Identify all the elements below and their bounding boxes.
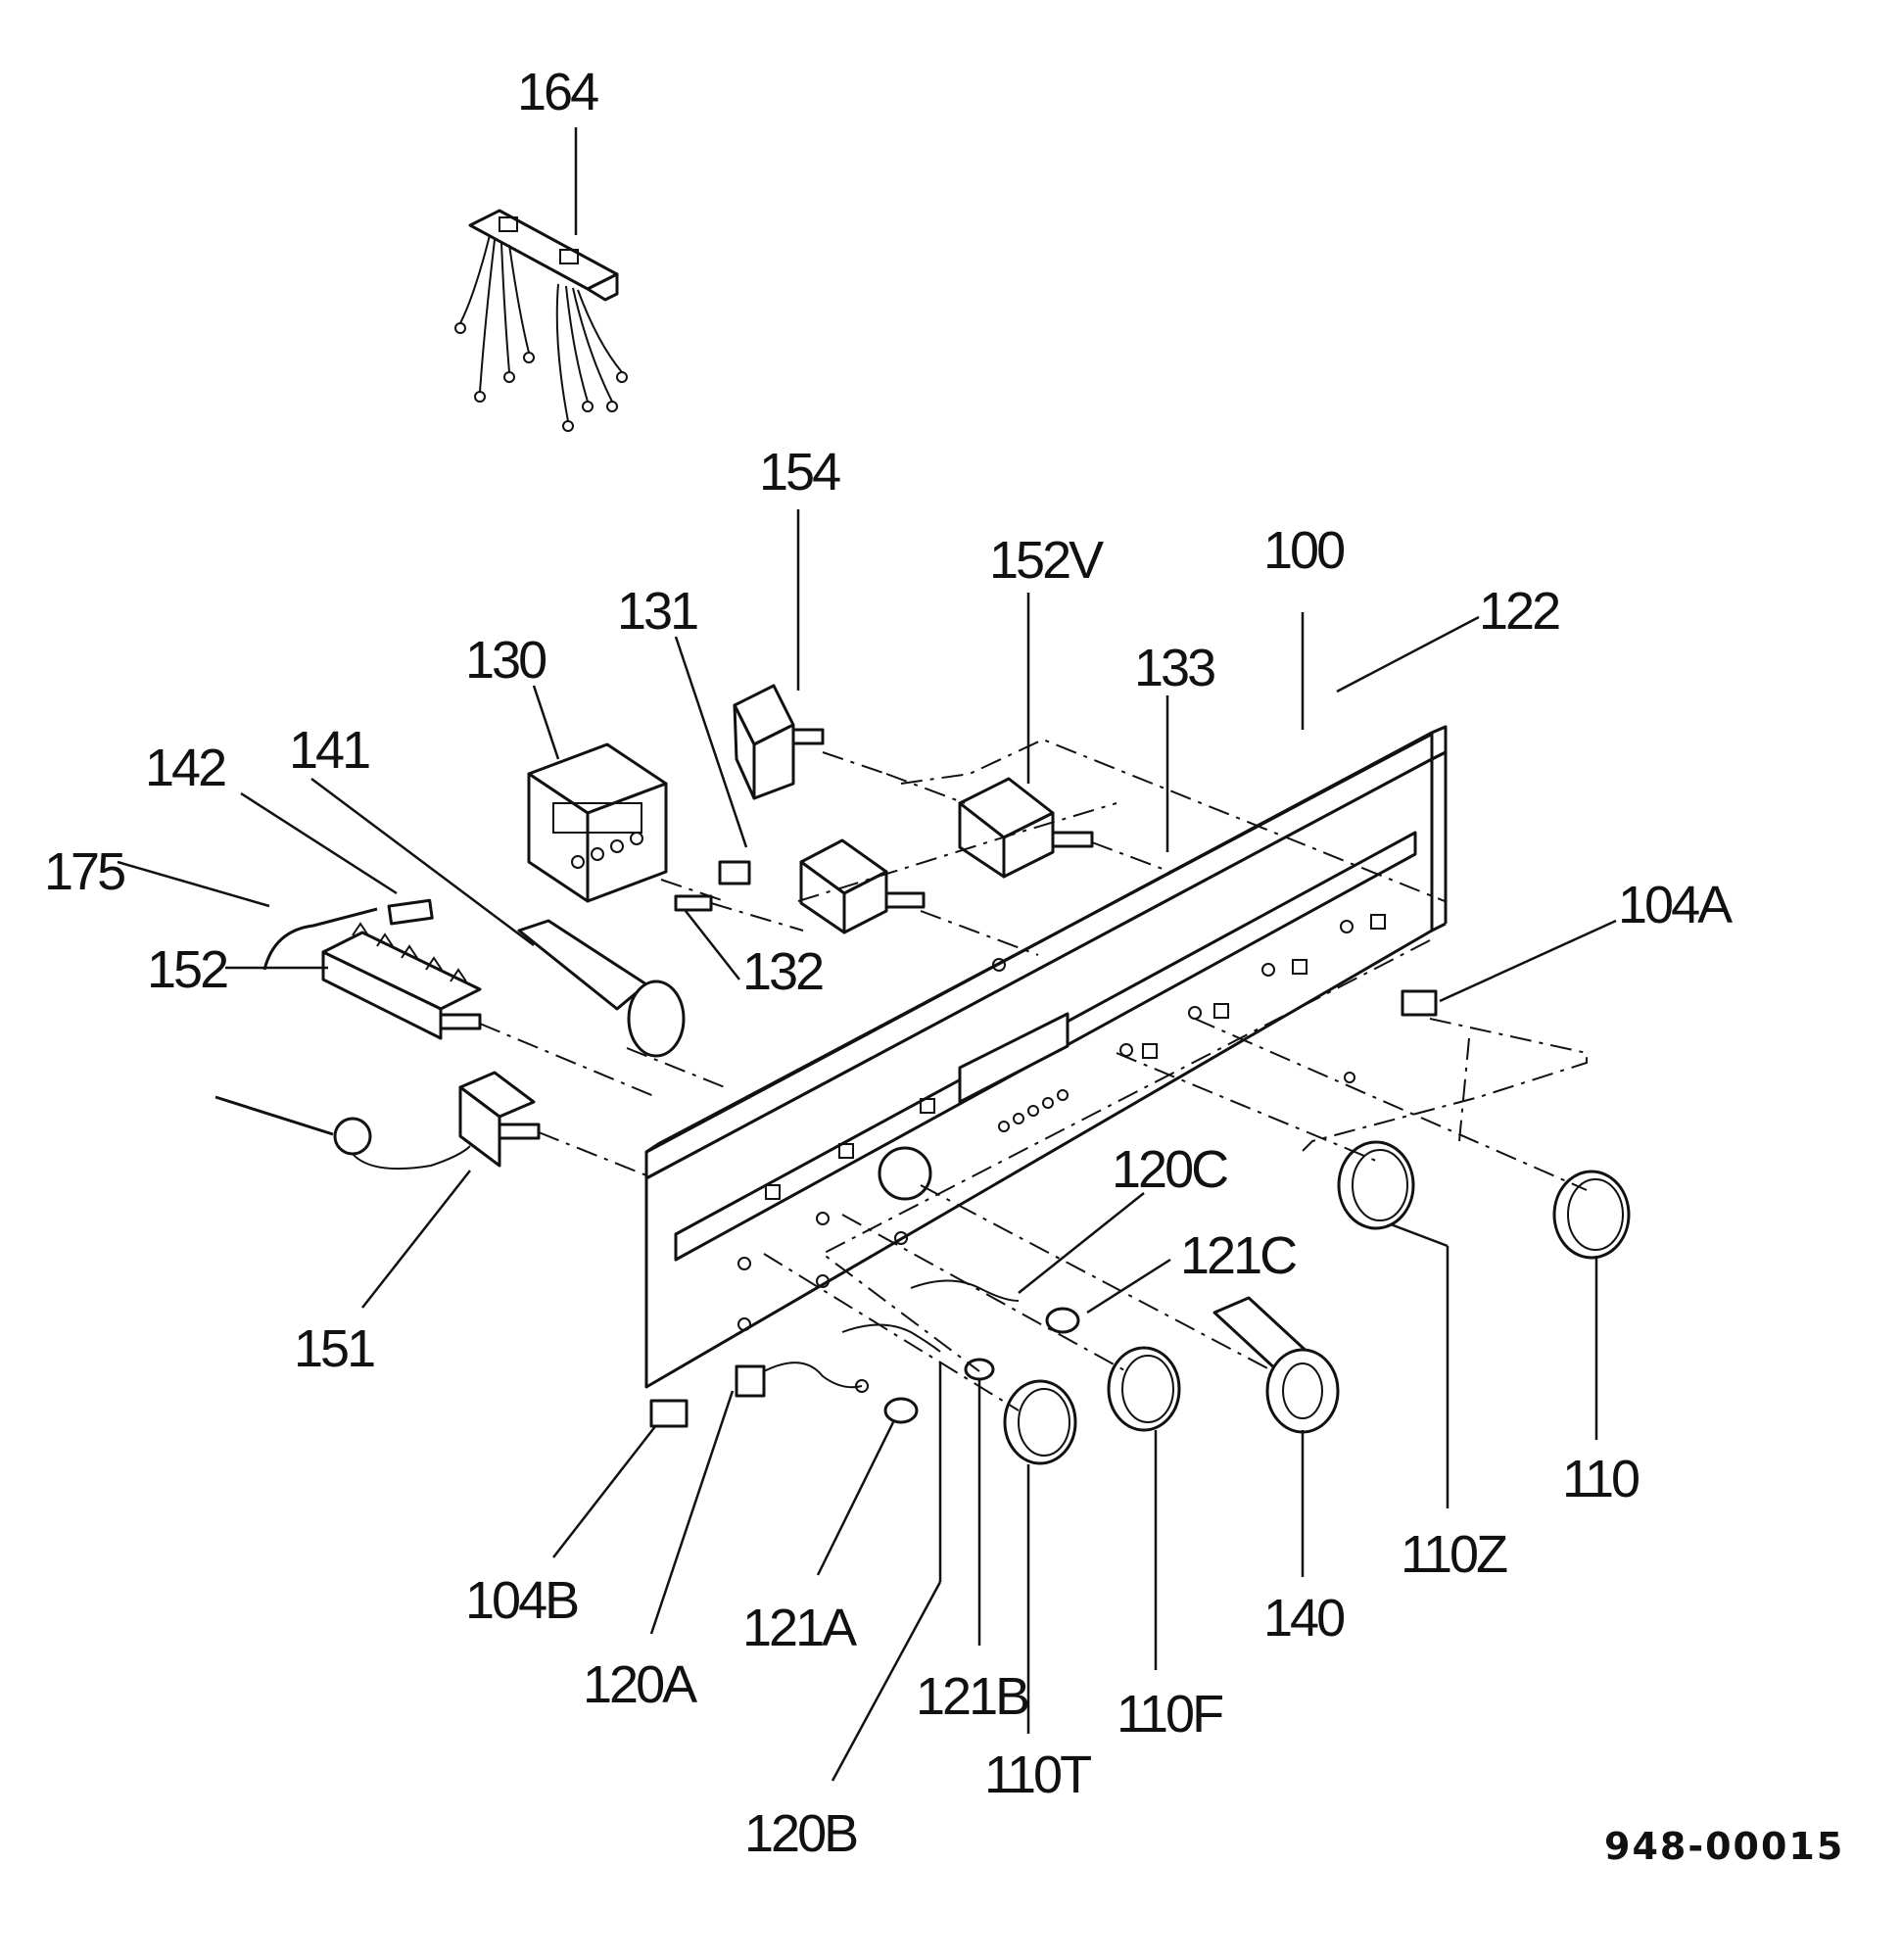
timer-130 xyxy=(527,742,668,903)
lamp-wire-120B xyxy=(841,1323,941,1353)
panel-holes xyxy=(737,920,1354,1331)
label-164: 164 xyxy=(517,63,598,121)
label-110Z: 110Z xyxy=(1401,1525,1507,1584)
label-110: 110 xyxy=(1562,1450,1639,1508)
label-151: 151 xyxy=(294,1319,374,1378)
label-120C: 120C xyxy=(1112,1140,1227,1199)
knob-110Z xyxy=(1337,1140,1415,1230)
control-panel-100 xyxy=(644,725,1448,1389)
tube-175 xyxy=(262,907,378,971)
knob-110T xyxy=(1003,1379,1077,1465)
label-104A: 104A xyxy=(1618,876,1733,934)
clip-104B xyxy=(649,1399,689,1428)
sleeve-142 xyxy=(387,898,434,926)
lamp-140 xyxy=(1212,1296,1340,1434)
label-152V: 152V xyxy=(989,531,1104,590)
switch-154 xyxy=(733,684,825,800)
terminal-block-152 xyxy=(321,922,482,1040)
thermostat-151 xyxy=(214,1071,541,1171)
switch-152V-upper xyxy=(958,777,1094,879)
label-133: 133 xyxy=(1134,639,1214,697)
label-142: 142 xyxy=(145,739,225,797)
label-121C: 121C xyxy=(1180,1226,1296,1285)
label-141: 141 xyxy=(289,721,369,780)
lamp-wire-120C xyxy=(910,1279,1020,1302)
label-104B: 104B xyxy=(465,1571,578,1630)
screw-132 xyxy=(674,894,713,912)
label-120A: 120A xyxy=(583,1655,697,1714)
label-175: 175 xyxy=(44,842,124,901)
knob-110F xyxy=(1107,1346,1181,1432)
bulb-121B xyxy=(964,1358,995,1381)
clip-104A xyxy=(1401,989,1438,1017)
label-121B: 121B xyxy=(916,1667,1028,1726)
label-121A: 121A xyxy=(742,1599,857,1657)
bulb-121C xyxy=(1045,1307,1080,1334)
bulb-121A xyxy=(883,1397,919,1424)
label-100: 100 xyxy=(1263,521,1344,580)
label-152: 152 xyxy=(147,940,227,999)
label-154: 154 xyxy=(759,443,840,502)
lamp-holder-141 xyxy=(517,919,686,1058)
label-110T: 110T xyxy=(984,1745,1091,1804)
label-110F: 110F xyxy=(1117,1685,1222,1744)
knob-110 xyxy=(1552,1170,1631,1260)
drawing-code: 948-00015 xyxy=(1604,1825,1844,1868)
lamp-120A xyxy=(735,1362,869,1398)
screw-131 xyxy=(718,860,751,885)
switch-152V-lower xyxy=(799,838,926,934)
label-131: 131 xyxy=(617,582,697,641)
label-132: 132 xyxy=(742,942,823,1001)
label-140: 140 xyxy=(1263,1589,1344,1648)
connector-bracket-164 xyxy=(454,209,628,432)
part-labels: 164 154 152V 100 122 133 131 130 141 142… xyxy=(44,63,1844,1868)
label-122: 122 xyxy=(1479,582,1559,641)
assembly-lines xyxy=(479,738,1588,1411)
label-130: 130 xyxy=(465,631,546,690)
label-120B: 120B xyxy=(744,1804,857,1863)
leader-lines xyxy=(117,127,1617,1782)
